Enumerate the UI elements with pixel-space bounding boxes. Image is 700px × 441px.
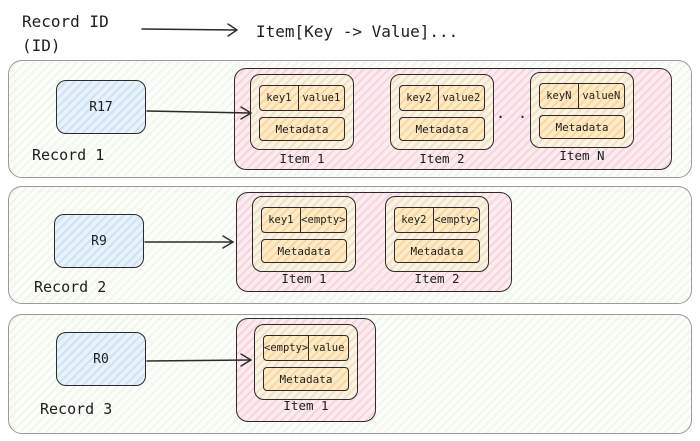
record-3-item-1-label: Item 1 <box>283 398 329 413</box>
item-value: value <box>312 342 345 354</box>
record-3-item-1: <empty>value Metadata <box>254 324 358 400</box>
record-2-item-1: key1<empty> Metadata <box>252 196 356 272</box>
record-2-id: R9 <box>91 233 107 249</box>
record-1-label: Record 1 <box>32 146 105 164</box>
header-id-abbrev: (ID) <box>22 36 61 55</box>
record-1-id: R17 <box>89 99 113 115</box>
item-value: valueN <box>582 90 621 102</box>
record-3-id-box: R0 <box>56 332 146 386</box>
record-1-item-n-label: Item N <box>559 148 605 163</box>
record-2-label: Record 2 <box>34 278 107 296</box>
key-value-pair: key1<empty> <box>261 207 347 233</box>
ellipsis: . . <box>496 104 530 122</box>
item-metadata: Metadata <box>261 239 347 263</box>
key-value-pair: key2<empty> <box>394 207 480 233</box>
item-metadata: Metadata <box>399 117 485 141</box>
record-1-arrow <box>146 106 253 120</box>
record-3-id: R0 <box>93 351 109 367</box>
item-metadata: Metadata <box>539 115 625 139</box>
item-key: key2 <box>395 208 434 232</box>
item-value: value2 <box>442 92 481 104</box>
item-key: <empty> <box>264 336 310 360</box>
item-value: <empty> <box>301 214 346 226</box>
record-2-id-box: R9 <box>54 214 144 268</box>
header-record-id: Record ID <box>22 12 109 31</box>
item-metadata: Metadata <box>394 239 480 263</box>
item-value: value1 <box>302 92 341 104</box>
record-1-item-2-label: Item 2 <box>419 151 465 166</box>
key-value-pair: <empty>value <box>263 335 349 361</box>
item-key: key1 <box>260 86 299 110</box>
record-3-label: Record 3 <box>40 400 113 418</box>
item-metadata: Metadata <box>263 367 349 391</box>
header-arrow <box>141 23 239 37</box>
item-key: keyN <box>540 84 579 108</box>
item-key: key1 <box>262 208 301 232</box>
record-2-item-1-label: Item 1 <box>281 271 327 286</box>
record-2-arrow <box>144 235 235 249</box>
record-2-item-2-label: Item 2 <box>414 271 460 286</box>
item-key: key2 <box>400 86 439 110</box>
record-1-id-box: R17 <box>56 80 146 134</box>
item-value: <empty> <box>434 214 479 226</box>
record-2-item-2: key2<empty> Metadata <box>385 196 489 272</box>
record-1-item-1-label: Item 1 <box>279 151 325 166</box>
header-item-format: Item[Key -> Value]... <box>256 22 459 41</box>
record-3-arrow <box>146 353 253 367</box>
item-metadata: Metadata <box>259 117 345 141</box>
